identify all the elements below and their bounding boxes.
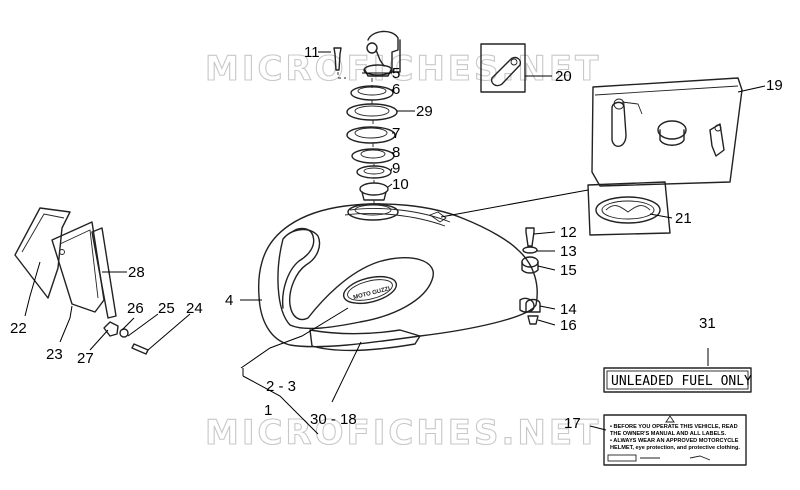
part-number-5: 5 bbox=[392, 65, 400, 82]
label-17-warning: • BEFORE YOU OPERATE THIS VEHICLE, READ … bbox=[603, 414, 747, 466]
part-number-26: 26 bbox=[127, 300, 144, 317]
fuel-tank: MOTO GUZZI bbox=[257, 203, 538, 352]
warning-line-2: THE OWNER'S MANUAL AND ALL LABELS. bbox=[610, 431, 726, 437]
part-number-13: 13 bbox=[560, 243, 577, 260]
warning-line-3: • ALWAYS WEAR AN APPROVED MOTORCYCLE bbox=[610, 438, 739, 444]
part-number-25: 25 bbox=[158, 300, 175, 317]
part-number-6: 6 bbox=[392, 81, 400, 98]
leader-lines bbox=[24, 51, 766, 435]
part-number-19: 19 bbox=[766, 77, 783, 94]
part-19-kit-bag bbox=[591, 77, 743, 187]
fuel-label-text: UNLEADED FUEL ONLY bbox=[611, 374, 752, 389]
part-20-key-box bbox=[480, 43, 526, 93]
part-number-22: 22 bbox=[10, 320, 27, 337]
part-number-14: 14 bbox=[560, 301, 577, 318]
part-21-badge bbox=[587, 181, 671, 236]
part-number-1: 1 bbox=[264, 402, 272, 419]
watermark-bottom: MICROFICHES.NET bbox=[205, 413, 601, 453]
part-number-8: 8 bbox=[392, 144, 400, 161]
part-number-10: 10 bbox=[392, 176, 409, 193]
label-31-fuel: UNLEADED FUEL ONLY bbox=[603, 367, 752, 393]
part-number-4: 4 bbox=[225, 292, 233, 309]
part-number-23: 23 bbox=[46, 346, 63, 363]
part-number-2-3: 2 - 3 bbox=[266, 378, 296, 395]
side-covers bbox=[14, 207, 149, 355]
part-number-30-18: 30 - 18 bbox=[310, 411, 357, 428]
warning-line-1: • BEFORE YOU OPERATE THIS VEHICLE, READ bbox=[610, 424, 738, 430]
part-number-24: 24 bbox=[186, 300, 203, 317]
part-number-7: 7 bbox=[392, 125, 400, 142]
part-number-28: 28 bbox=[128, 264, 145, 281]
part-number-27: 27 bbox=[77, 350, 94, 367]
right-hardware bbox=[521, 227, 541, 325]
watermark-top: MICROFICHES.NET bbox=[205, 49, 601, 89]
part-number-11: 11 bbox=[304, 44, 320, 61]
part-number-31: 31 bbox=[699, 315, 716, 332]
part-number-16: 16 bbox=[560, 317, 577, 334]
part-number-12: 12 bbox=[560, 224, 577, 241]
part-number-20: 20 bbox=[555, 68, 572, 85]
warning-line-4: HELMET, eye protection, and protective c… bbox=[610, 445, 740, 451]
part-number-29: 29 bbox=[416, 103, 433, 120]
part-numbers: 11 5 6 29 7 8 9 10 20 19 21 12 13 15 14 … bbox=[10, 44, 783, 432]
part-number-17: 17 bbox=[564, 415, 581, 432]
part-number-21: 21 bbox=[675, 210, 692, 227]
part-number-9: 9 bbox=[392, 160, 400, 177]
part-number-15: 15 bbox=[560, 262, 577, 279]
